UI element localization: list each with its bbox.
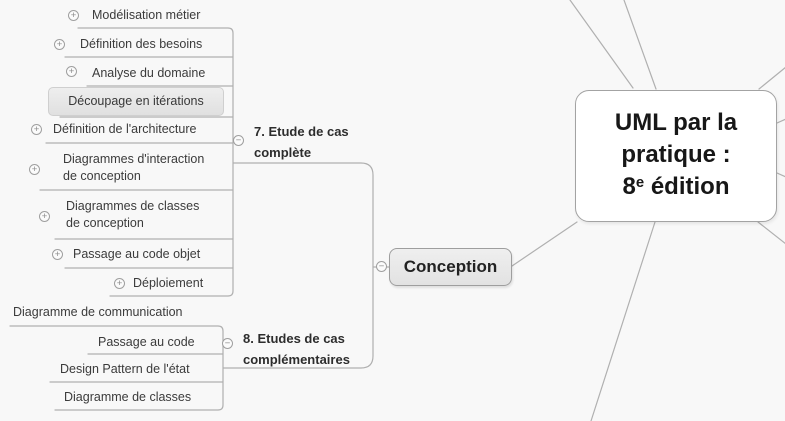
node-modelisation-metier[interactable]: Modélisation métier: [92, 8, 201, 22]
superscript-e: e: [635, 174, 645, 191]
node-passage-au-code[interactable]: Passage au code: [98, 335, 195, 349]
edge-branch8-underlines: [49, 353, 224, 383]
edge-branch8-spine: [9, 325, 224, 411]
edge-conception-trunk: [222, 162, 374, 369]
collapse-icon-conception[interactable]: −: [376, 261, 387, 272]
expand-icon-analyse-du-domaine[interactable]: +: [66, 66, 77, 77]
node-analyse-du-domaine[interactable]: Analyse du domaine: [92, 66, 206, 80]
edge-central-conception: [511, 221, 578, 267]
node-label-line: Diagrammes de classes: [66, 199, 200, 213]
central-title-line: pratique :: [621, 140, 731, 168]
node-deploiement[interactable]: Déploiement: [133, 276, 204, 290]
expand-icon-deploiement[interactable]: +: [114, 278, 125, 289]
central-node-uml-par-la-pratique[interactable]: UML par la pratique : 8e édition: [575, 90, 777, 222]
node-definition-des-besoins[interactable]: Définition des besoins: [80, 37, 203, 51]
central-title-line: 8e édition: [622, 172, 730, 200]
expand-icon-definition-de-l-architecture[interactable]: +: [31, 124, 42, 135]
node-label-line: de conception: [63, 169, 141, 183]
node-diagramme-de-communication[interactable]: Diagramme de communication: [13, 305, 183, 319]
expand-icon-passage-au-code-objet[interactable]: +: [52, 249, 63, 260]
node-label-line: 7. Etude de cas: [254, 124, 349, 139]
node-label: Conception: [403, 257, 498, 276]
node-diagramme-de-classes[interactable]: Diagramme de classes: [64, 390, 192, 404]
node-label-line: Diagrammes d'interaction: [63, 152, 205, 166]
node-diagrammes-d-interaction-de-conception[interactable]: Diagrammes d'interaction de conception: [63, 151, 204, 185]
collapse-icon-etude-de-cas-complete[interactable]: −: [233, 135, 244, 146]
expand-icon-diagrammes-d-interaction[interactable]: +: [29, 164, 40, 175]
expand-icon-diagrammes-de-classes[interactable]: +: [39, 211, 50, 222]
central-title-line: UML par la: [614, 108, 738, 136]
node-diagrammes-de-classes-de-conception[interactable]: Diagrammes de classes de conception: [66, 198, 199, 232]
node-conception[interactable]: Conception: [389, 248, 512, 286]
expand-icon-definition-des-besoins[interactable]: +: [54, 39, 65, 50]
node-etude-de-cas-complete[interactable]: 7. Etude de cas complète: [254, 121, 349, 163]
edge-branch7-underlines: [39, 56, 234, 269]
edge-branch7-spine: [77, 27, 234, 297]
node-label-line: de conception: [66, 216, 144, 230]
node-decoupage-en-iterations[interactable]: Découpage en itérations: [48, 87, 224, 116]
node-definition-de-l-architecture[interactable]: Définition de l'architecture: [53, 122, 197, 136]
node-label-line: 8. Etudes de cas: [243, 331, 345, 346]
node-passage-au-code-objet[interactable]: Passage au code objet: [73, 247, 201, 261]
collapse-icon-etudes-de-cas-complementaires[interactable]: −: [222, 338, 233, 349]
expand-icon-modelisation-metier[interactable]: +: [68, 10, 79, 21]
node-label: Découpage en itérations: [68, 94, 204, 108]
edge-central-radiating: [569, 0, 785, 421]
node-label-line: complémentaires: [243, 352, 350, 367]
node-etudes-de-cas-complementaires[interactable]: 8. Etudes de cas complémentaires: [243, 328, 350, 370]
node-design-pattern-de-l-etat[interactable]: Design Pattern de l'état: [60, 362, 190, 376]
node-label-line: complète: [254, 145, 312, 160]
